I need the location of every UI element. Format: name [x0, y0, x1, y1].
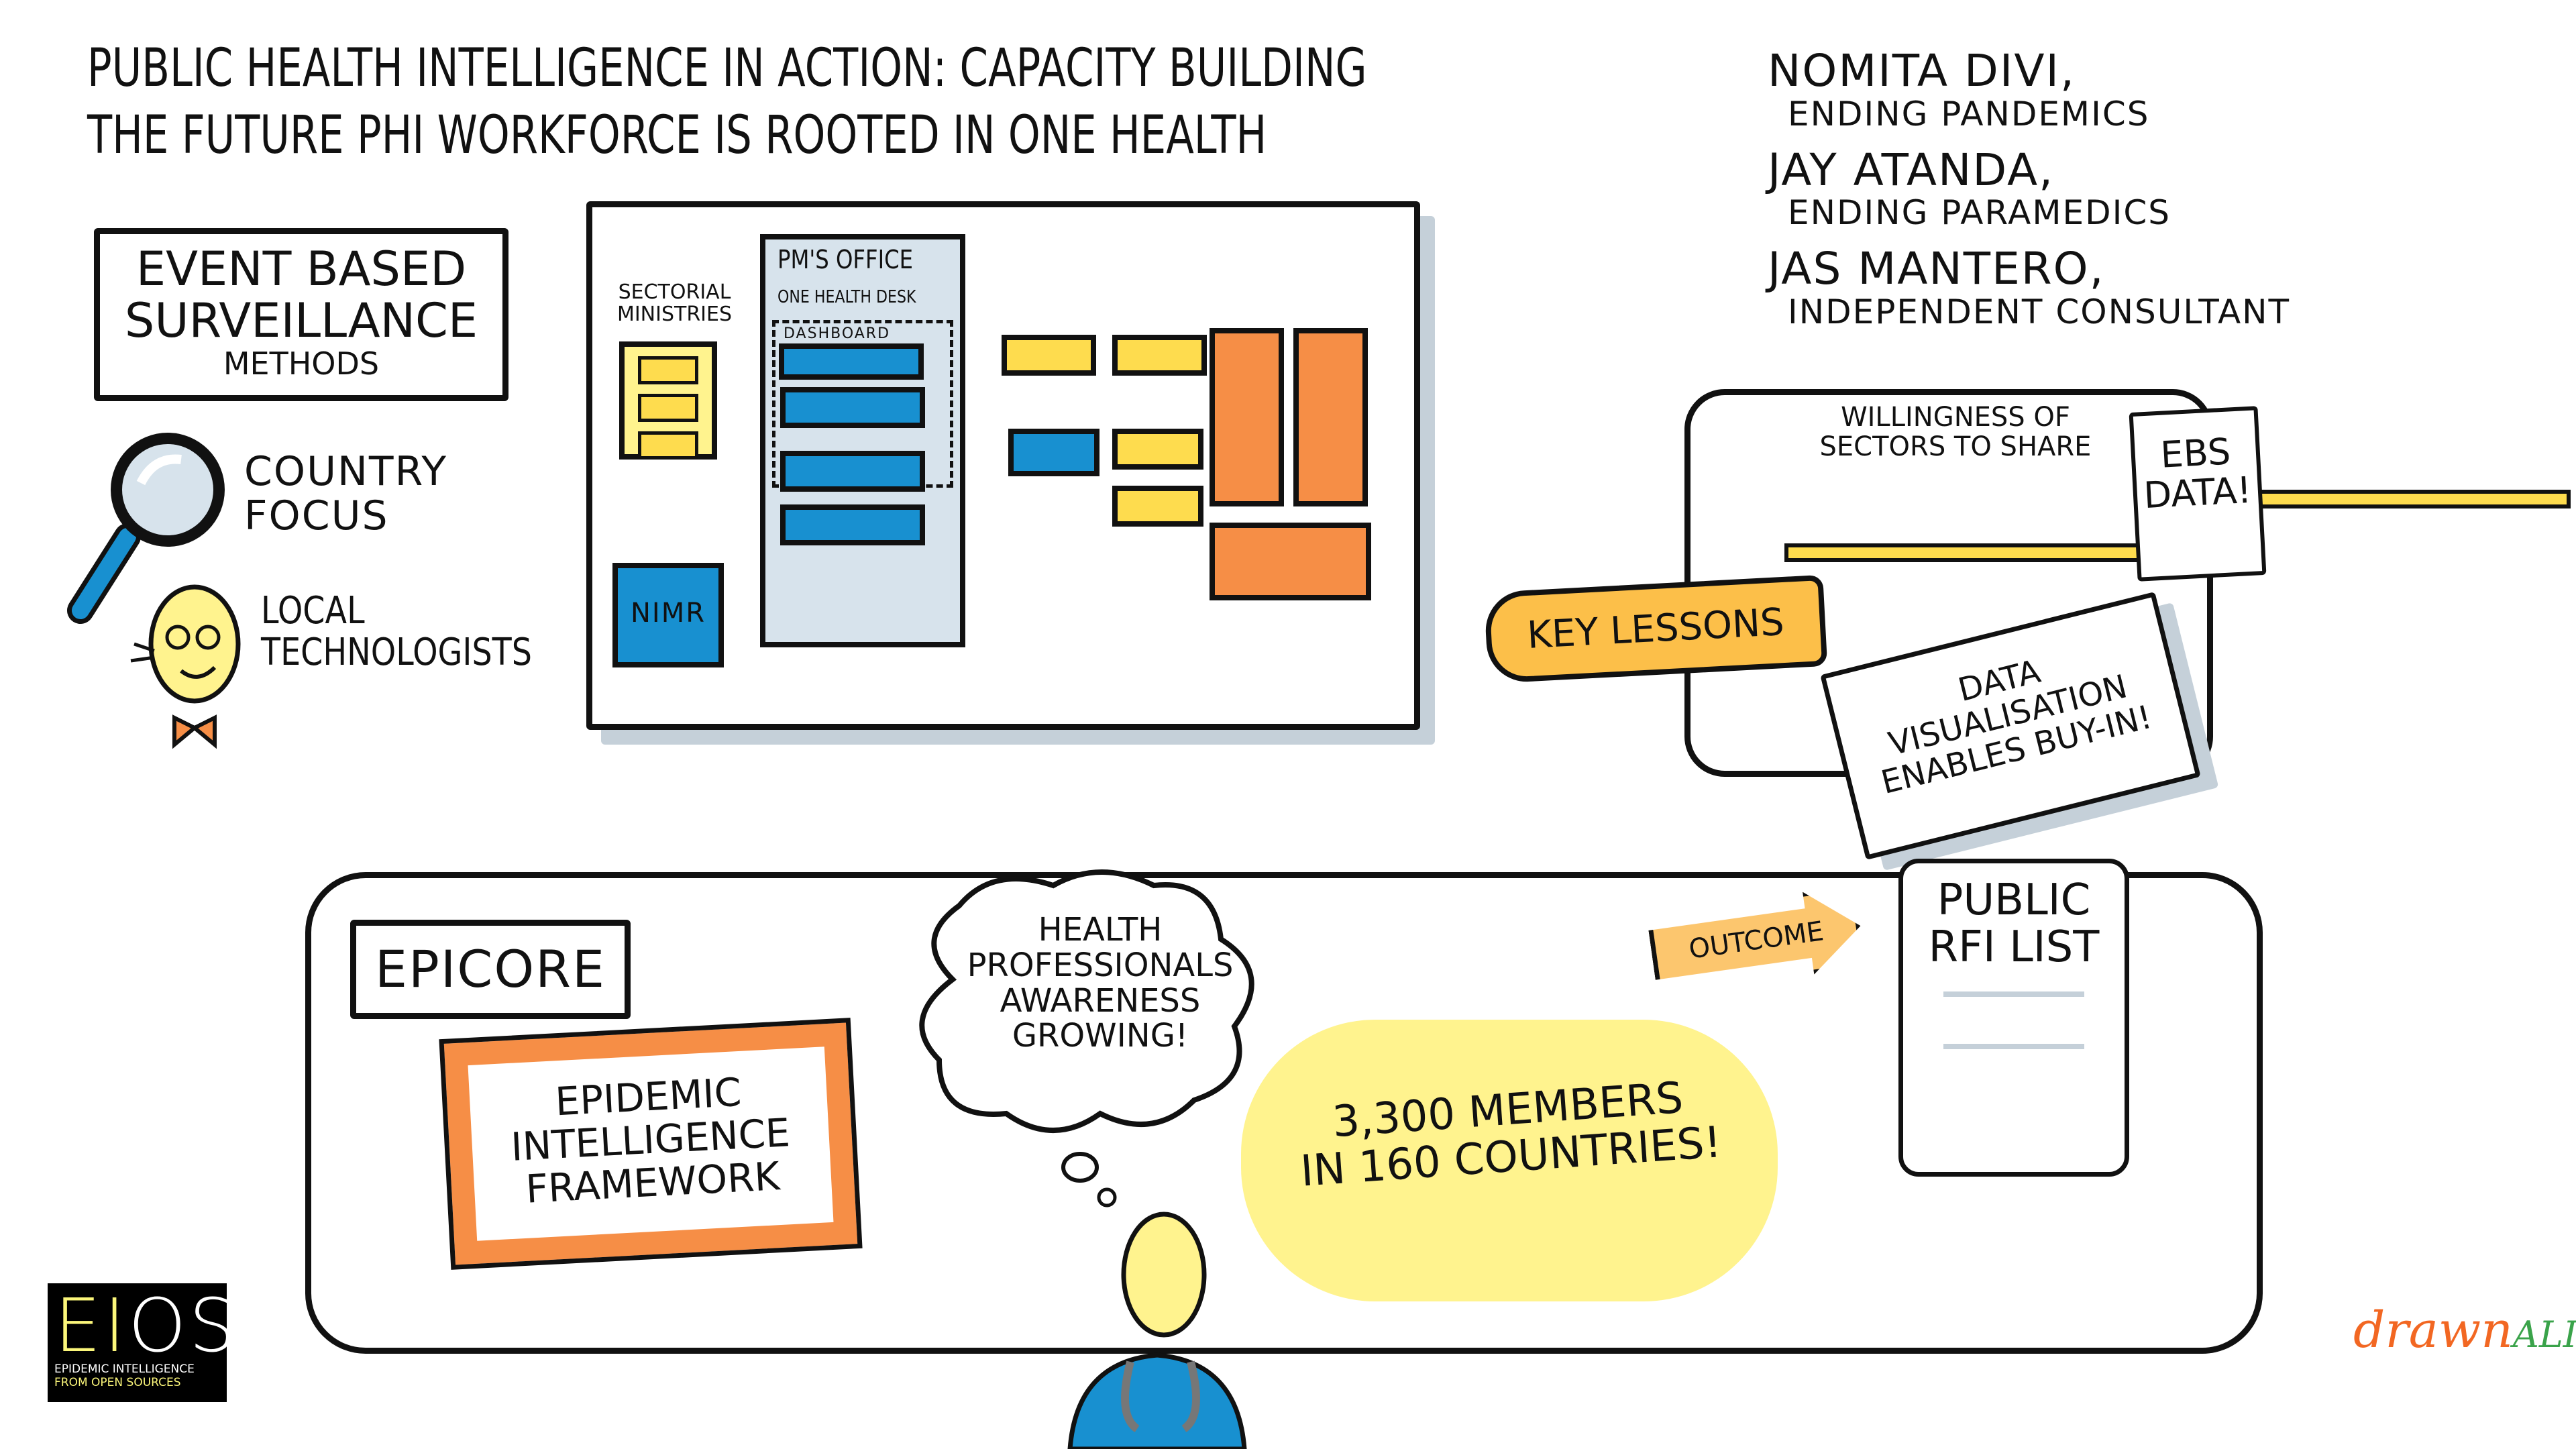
speakers: Nomita Divi, Ending Pandemics Jay Atanda… [1768, 45, 2291, 331]
health-professional-figure-icon [1067, 1212, 1247, 1449]
one-health-desk-label: One Health Desk [777, 287, 916, 307]
willingness-text: Willingness of sectors to share [1819, 402, 2092, 462]
rfi-list-label: Public RFI List [1928, 875, 2100, 973]
logo-ei: EI [54, 1283, 128, 1368]
speaker-name: Jay Atanda, [1768, 144, 2055, 196]
crowd-icon [1241, 1020, 1778, 1301]
key-lessons-arrow: Key Lessons [1483, 574, 1828, 684]
public-rfi-list-scroll: Public RFI List [1898, 859, 2129, 1177]
local-tech-line: Technologists [261, 630, 532, 674]
dashboard-label: Dashboard [784, 325, 891, 342]
country-focus-line: Focus [244, 492, 389, 539]
blue-node [1008, 429, 1099, 476]
title-line-2: The future PHI workforce is rooted in On… [87, 105, 1267, 166]
yellow-node [1002, 335, 1096, 376]
ebs-line: Surveillance [124, 293, 478, 348]
title-line-1: Public Health Intelligence in Action: Ca… [87, 38, 1367, 99]
speaker-name: Jas Mantero, [1768, 243, 2105, 295]
speaker-org: Ending Pandemics [1788, 94, 2150, 133]
arm-right [2254, 490, 2571, 508]
country-focus-label: Country Focus [244, 449, 447, 538]
logo-os: OS [127, 1283, 239, 1368]
ebs-data-label: EBS Data! [2143, 430, 2253, 517]
sectorial-ministries-label: Sectorial Ministries [616, 280, 733, 326]
orange-node [1293, 328, 1368, 506]
epicore-label: EpiCore [350, 920, 631, 1019]
orange-node [1210, 523, 1371, 600]
country-focus-line: Country [244, 448, 448, 495]
eios-logo: EIOS Epidemic Intelligence From Open Sou… [48, 1283, 235, 1402]
magnifier-icon [67, 433, 225, 624]
nimr-box: NIMR [612, 563, 724, 667]
epidemic-intelligence-framework: Epidemic Intelligence Framework [439, 1017, 863, 1271]
epicore-panel [305, 872, 2263, 1354]
ebs-data-paper: EBS Data! [2129, 406, 2267, 582]
local-tech-line: Local [261, 589, 365, 633]
ebs-line: Methods [223, 345, 380, 382]
framework-label: Epidemic Intelligence Framework [509, 1069, 792, 1212]
yellow-node [1112, 486, 1203, 527]
ebs-line: Event Based [136, 241, 467, 297]
one-health-diagram: Sectorial Ministries NIMR PM's Office On… [586, 201, 1420, 730]
nimr-label: NIMR [630, 598, 706, 629]
pm-office-label: PM's Office [777, 245, 914, 274]
drawnalism-signature: drawnalism [2353, 1301, 2576, 1359]
orange-node [1210, 328, 1284, 506]
ebs-methods-box: Event Based Surveillance Methods [94, 228, 508, 401]
technologist-face-icon [130, 584, 241, 749]
speaker-org: Independent Consultant [1788, 292, 2291, 331]
speaker-name: Nomita Divi, [1768, 45, 2076, 97]
signature-b: alism [2512, 1313, 2576, 1356]
yellow-node [1112, 429, 1203, 470]
pm-office-panel: PM's Office One Health Desk Dashboard [760, 234, 965, 647]
thought-cloud-icon [919, 869, 1254, 1208]
speaker-org: Ending Paramedics [1788, 193, 2171, 233]
signature-a: drawn [2353, 1301, 2513, 1359]
sectorial-ministries-box [619, 341, 717, 460]
awareness-text: Health professionals awareness growing! [967, 911, 1234, 1055]
local-technologists-label: Local Technologists [261, 590, 532, 673]
arm-left [1784, 543, 2141, 562]
logo-sub1: Epidemic Intelligence [54, 1362, 195, 1376]
logo-sub2: From Open Sources [54, 1376, 181, 1389]
yellow-node [1112, 335, 1207, 376]
